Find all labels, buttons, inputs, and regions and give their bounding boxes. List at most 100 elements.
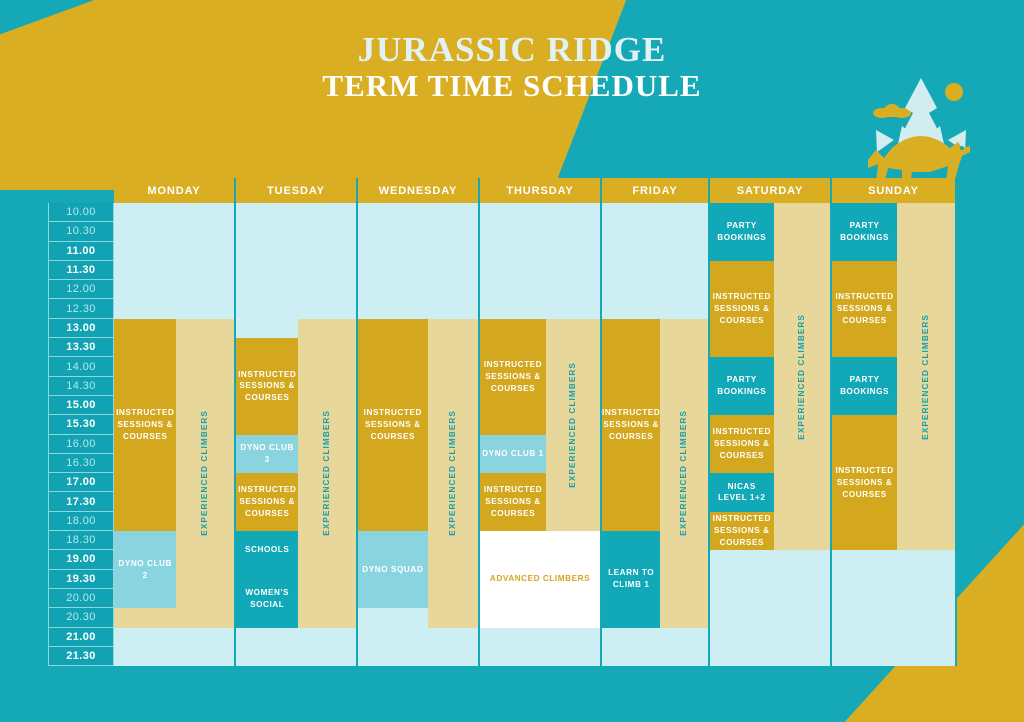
time-label-14-00: 14.00 xyxy=(48,357,114,377)
session-label: DYNO SQUAD xyxy=(362,564,424,574)
time-label-20-30: 20.30 xyxy=(48,608,114,628)
session-block-party-bookings[interactable]: PARTY BOOKINGS xyxy=(832,203,898,261)
session-block-dyno-club-2[interactable]: DYNO CLUB 2 xyxy=(114,531,177,609)
session-block-party-bookings[interactable]: PARTY BOOKINGS xyxy=(710,357,774,416)
time-label-12-30: 12.30 xyxy=(48,299,114,319)
session-block-schools[interactable]: SCHOOLS xyxy=(236,531,299,570)
session-label: INSTRUCTED SESSIONS & COURSES xyxy=(712,427,771,461)
session-block-learn-to-climb-1[interactable]: LEARN TO CLIMB 1 xyxy=(602,531,661,628)
session-label: INSTRUCTED SESSIONS & COURSES xyxy=(835,466,894,499)
sun-icon xyxy=(945,83,963,101)
session-block-instructed-sessions-courses[interactable]: INSTRUCTED SESSIONS & COURSES xyxy=(710,415,774,474)
session-label: EXPERIENCED CLIMBERS xyxy=(796,313,806,440)
session-block-instructed-sessions-courses[interactable]: INSTRUCTED SESSIONS & COURSES xyxy=(480,473,546,532)
empty-slot xyxy=(114,203,177,319)
session-label: EXPERIENCED CLIMBERS xyxy=(679,410,689,537)
empty-slot xyxy=(710,550,774,667)
session-block-dyno-club-3[interactable]: DYNO CLUB 3 xyxy=(236,434,299,474)
session-label: PARTY BOOKINGS xyxy=(840,375,890,397)
session-block-instructed-sessions-courses[interactable]: INSTRUCTED SESSIONS & COURSES xyxy=(236,338,299,435)
time-label-19-00: 19.00 xyxy=(48,550,114,570)
session-block-instructed-sessions-courses[interactable]: INSTRUCTED SESSIONS & COURSES xyxy=(114,318,177,532)
day-header-friday[interactable]: FRIDAY xyxy=(602,178,710,203)
time-label-16-30: 16.30 xyxy=(48,453,114,474)
session-block-dyno-club-1[interactable]: DYNO CLUB 1 xyxy=(480,434,546,474)
empty-slot xyxy=(602,203,661,319)
lane-tuesday-0: INSTRUCTED SESSIONS & COURSES DYNO CLUB 3… xyxy=(236,203,299,667)
time-label-10-00: 10.00 xyxy=(48,203,114,223)
empty-slot xyxy=(897,550,955,667)
session-block-experienced-climbers[interactable]: EXPERIENCED CLIMBERS xyxy=(176,318,234,628)
time-label-13-30: 13.30 xyxy=(48,338,114,358)
session-label: PARTY BOOKINGS xyxy=(840,221,890,242)
time-label-18-30: 18.30 xyxy=(48,531,114,551)
session-block-instructed-sessions-courses[interactable]: INSTRUCTED SESSIONS & COURSES xyxy=(710,260,774,358)
session-label: PARTY BOOKINGS xyxy=(717,375,767,397)
empty-slot xyxy=(660,627,708,667)
lane-monday-0: INSTRUCTED SESSIONS & COURSES DYNO CLUB 2 xyxy=(114,203,177,667)
day-header-saturday[interactable]: SATURDAY xyxy=(710,178,832,203)
session-block-experienced-climbers[interactable]: EXPERIENCED CLIMBERS xyxy=(427,318,478,628)
session-block-experienced-climbers[interactable]: EXPERIENCED CLIMBERS xyxy=(897,203,955,551)
session-label: WOMEN'S SOCIAL xyxy=(245,587,289,609)
session-label: INSTRUCTED SESSIONS & COURSES xyxy=(602,408,661,441)
day-header-thursday[interactable]: THURSDAY xyxy=(480,178,602,203)
empty-slot xyxy=(546,203,600,319)
title-line-1: JURASSIC RIDGE xyxy=(357,30,667,69)
session-block-instructed-sessions-courses[interactable]: INSTRUCTED SESSIONS & COURSES xyxy=(358,318,428,532)
session-label: EXPERIENCED CLIMBERS xyxy=(322,410,332,537)
session-block-experienced-climbers[interactable]: EXPERIENCED CLIMBERS xyxy=(298,318,356,628)
session-block-instructed-sessions-courses[interactable]: INSTRUCTED SESSIONS & COURSES xyxy=(602,318,661,532)
empty-slot xyxy=(358,608,428,667)
time-label-15-30: 15.30 xyxy=(48,415,114,435)
lane-thursday-1: EXPERIENCED CLIMBERS xyxy=(546,203,600,666)
session-block-experienced-climbers[interactable]: EXPERIENCED CLIMBERS xyxy=(773,203,830,551)
session-label: ADVANCED CLIMBERS xyxy=(489,574,591,584)
session-label: INSTRUCTED SESSIONS & COURSES xyxy=(712,514,771,548)
session-block-advanced-climbers[interactable]: ADVANCED CLIMBERS xyxy=(480,531,600,628)
time-label-21-30: 21.30 xyxy=(48,646,114,667)
lane-wednesday-0: INSTRUCTED SESSIONS & COURSES DYNO SQUAD xyxy=(358,203,428,667)
day-header-wednesday[interactable]: WEDNESDAY xyxy=(358,178,480,203)
empty-slot xyxy=(832,550,898,667)
session-label: INSTRUCTED SESSIONS & COURSES xyxy=(363,408,422,441)
session-block-instructed-sessions-courses[interactable]: INSTRUCTED SESSIONS & COURSES xyxy=(832,260,898,358)
lane-monday-1: EXPERIENCED CLIMBERS xyxy=(176,203,234,667)
session-block-instructed-sessions-courses[interactable]: INSTRUCTED SESSIONS & COURSES xyxy=(236,473,299,532)
session-block-experienced-climbers[interactable]: EXPERIENCED CLIMBERS xyxy=(660,318,708,628)
time-label-18-00: 18.00 xyxy=(48,511,114,532)
page-title: JURASSIC RIDGE TERM TIME SCHEDULE xyxy=(0,30,1024,104)
lane-saturday-1: EXPERIENCED CLIMBERS xyxy=(773,203,830,667)
day-header-sunday[interactable]: SUNDAY xyxy=(832,178,957,203)
session-label: INSTRUCTED SESSIONS & COURSES xyxy=(238,485,297,519)
day-column-tuesday: INSTRUCTED SESSIONS & COURSES DYNO CLUB 3… xyxy=(236,203,358,667)
day-header-tuesday[interactable]: TUESDAY xyxy=(236,178,358,203)
empty-slot xyxy=(480,203,546,319)
session-label: INSTRUCTED SESSIONS & COURSES xyxy=(116,408,175,441)
session-block-party-bookings[interactable]: PARTY BOOKINGS xyxy=(832,357,898,416)
session-label: INSTRUCTED SESSIONS & COURSES xyxy=(238,369,297,403)
session-label: INSTRUCTED SESSIONS & COURSES xyxy=(835,292,894,326)
session-block-instructed-sessions-courses[interactable]: INSTRUCTED SESSIONS & COURSES xyxy=(832,415,898,551)
lane-thursday-2: ADVANCED CLIMBERS xyxy=(480,203,600,667)
time-label-11-30: 11.30 xyxy=(48,260,114,281)
lane-friday-0: INSTRUCTED SESSIONS & COURSES LEARN TO CL… xyxy=(602,203,661,667)
session-label: EXPERIENCED CLIMBERS xyxy=(921,313,931,440)
session-block-instructed-sessions-courses[interactable]: INSTRUCTED SESSIONS & COURSES xyxy=(710,511,774,551)
session-block-experienced-climbers[interactable]: EXPERIENCED CLIMBERS xyxy=(546,318,600,532)
session-block-women-s-social[interactable]: WOMEN'S SOCIAL xyxy=(236,569,299,628)
empty-slot xyxy=(480,627,600,667)
session-block-instructed-sessions-courses[interactable]: INSTRUCTED SESSIONS & COURSES xyxy=(480,318,546,435)
session-block-party-bookings[interactable]: PARTY BOOKINGS xyxy=(710,203,774,261)
day-header-monday[interactable]: MONDAY xyxy=(114,178,236,203)
session-block-nicas-level-1-2[interactable]: NICAS LEVEL 1+2 xyxy=(710,473,774,512)
session-label: NICAS LEVEL 1+2 xyxy=(718,481,766,503)
session-label: LEARN TO CLIMB 1 xyxy=(608,568,655,590)
session-block-dyno-squad[interactable]: DYNO SQUAD xyxy=(358,531,428,609)
